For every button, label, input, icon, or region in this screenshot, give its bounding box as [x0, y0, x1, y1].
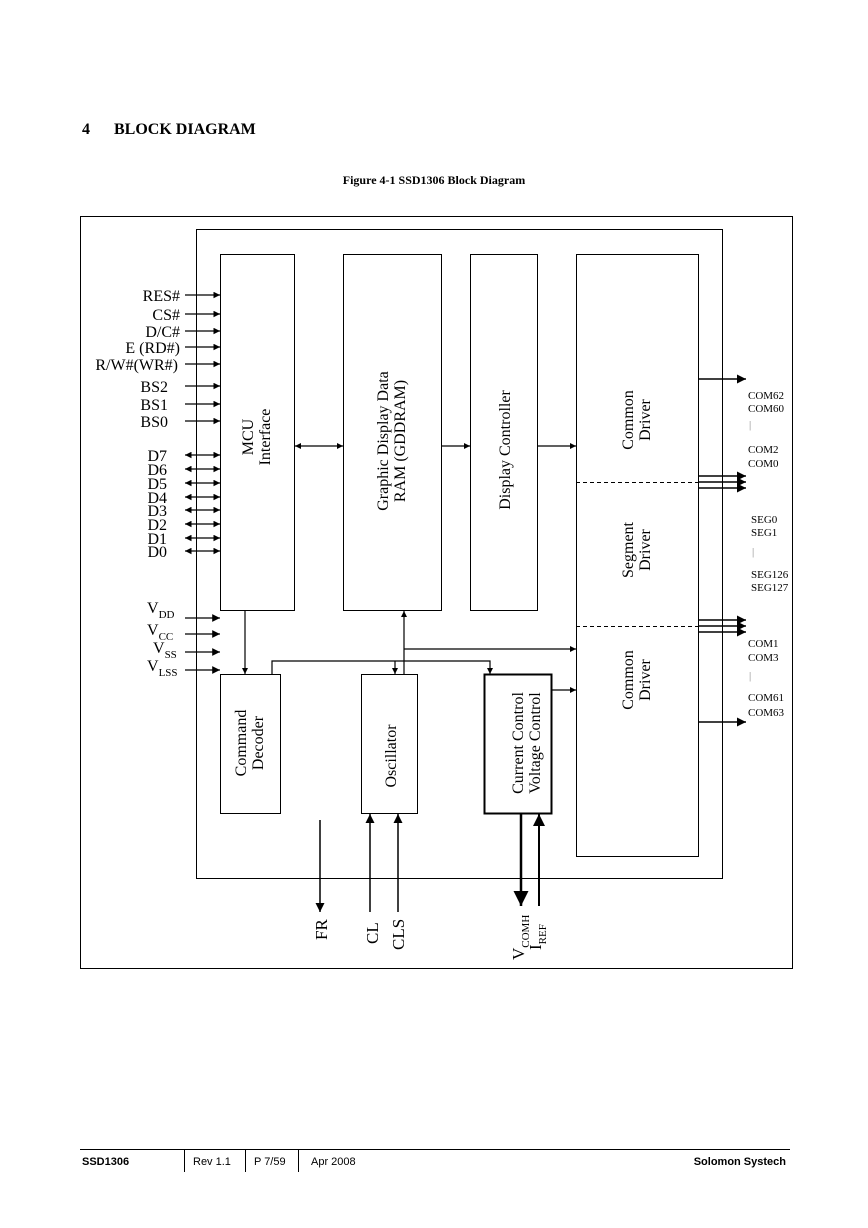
figure-caption: Figure 4-1 SSD1306 Block Diagram	[342, 173, 526, 187]
pin-d0: D0	[147, 544, 167, 561]
seg-label-3: |	[752, 546, 754, 558]
mcu-interface-block	[220, 254, 295, 611]
pin-d5: D5	[147, 476, 167, 493]
decoder-bus	[271, 660, 493, 674]
footer-divider	[184, 1150, 185, 1172]
com-bottom-label-5: COM63	[748, 707, 785, 719]
mcu-interface-label: MCUInterface	[240, 409, 274, 466]
pin-bs2: BS2	[140, 379, 168, 396]
seg-label-4: SEG126	[751, 569, 789, 581]
pin-d2: D2	[147, 517, 167, 534]
pin-vss: VSS	[153, 640, 177, 661]
footer-company: Solomon Systech	[693, 1156, 786, 1168]
pin-cs: CS#	[152, 307, 180, 324]
pin-res: RES#	[143, 288, 180, 305]
pin-dc: D/C#	[145, 324, 180, 341]
seg-label-1: SEG0	[751, 514, 778, 526]
oscillator-label: Oscillator	[383, 724, 400, 788]
com-bottom-label-3: |	[749, 670, 751, 682]
current-voltage-block	[483, 673, 553, 815]
common-driver-bottom-label: CommonDriver	[620, 650, 654, 710]
gddram-block	[343, 254, 442, 611]
com-top-label-3: |	[749, 419, 751, 431]
figure-frame	[80, 216, 793, 969]
pin-iref: IREF	[526, 924, 549, 950]
footer-divider	[298, 1150, 299, 1172]
footer-page: P 7/59	[254, 1156, 286, 1168]
com-top-label-1: COM62	[748, 390, 784, 402]
pin-vlss: VLSS	[147, 658, 178, 679]
com-top-label-5: COM0	[748, 458, 779, 470]
footer-divider	[245, 1150, 246, 1172]
display-controller-block	[470, 254, 538, 611]
footer-date: Apr 2008	[311, 1156, 356, 1168]
com-top-label-4: COM2	[748, 444, 779, 456]
seg-label-2: SEG1	[751, 527, 777, 539]
pin-vdd: VDD	[147, 600, 175, 621]
command-decoder-block	[220, 674, 281, 814]
seg-label-5: SEG127	[751, 582, 789, 594]
display-controller-label: Display Controller	[497, 390, 514, 510]
footer-part: SSD1306	[82, 1156, 130, 1168]
gddram-label: Graphic Display DataRAM (GDDRAM)	[375, 371, 409, 511]
com-bottom-label-1: COM1	[748, 638, 779, 650]
page-footer: SSD1306 Rev 1.1 P 7/59 Apr 2008 Solomon …	[80, 1149, 790, 1174]
section-title: BLOCK DIAGRAM	[114, 121, 256, 138]
pin-d1: D1	[147, 531, 167, 548]
pin-rw: R/W#(WR#)	[95, 357, 178, 374]
com-bottom-label-4: COM61	[748, 692, 784, 704]
pin-d7: D7	[147, 448, 167, 465]
pin-vcc: VCC	[147, 622, 173, 643]
section-heading: 4 BLOCK DIAGRAM	[82, 121, 256, 139]
common-driver-top-label: CommonDriver	[620, 390, 654, 450]
pin-d6: D6	[147, 462, 167, 479]
section-number: 4	[82, 121, 90, 138]
pin-d3: D3	[147, 503, 167, 520]
pin-bs0: BS0	[140, 414, 168, 431]
command-decoder-label: CommandDecoder	[233, 710, 267, 777]
pin-fr: FR	[312, 919, 331, 940]
driver-block	[576, 254, 699, 857]
pin-e: E (RD#)	[125, 340, 180, 357]
pin-vcomh: VCOMH	[509, 915, 532, 960]
com-bottom-label-2: COM3	[748, 652, 779, 664]
oscillator-block	[361, 674, 418, 814]
pin-cls: CLS	[389, 919, 408, 950]
pin-d4: D4	[147, 490, 167, 507]
pin-cl: CL	[363, 922, 382, 944]
segment-driver-label: SegmentDriver	[620, 521, 654, 578]
current-voltage-label: Current ControlVoltage Control	[510, 692, 544, 794]
footer-rev: Rev 1.1	[193, 1156, 231, 1168]
com-top-label-2: COM60	[748, 403, 785, 415]
pin-bs1: BS1	[140, 397, 168, 414]
